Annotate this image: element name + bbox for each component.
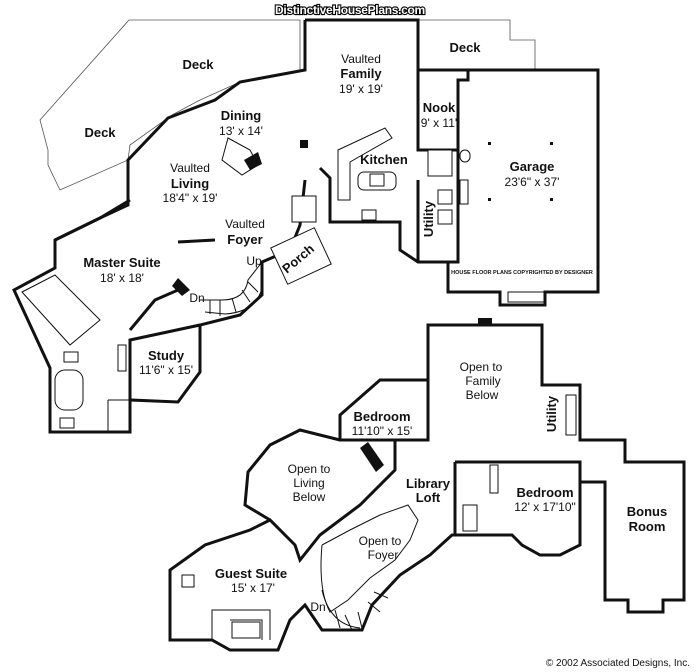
bedroom2-name: Bedroom: [516, 485, 573, 500]
study-cabinet: [117, 344, 127, 372]
master-name: Master Suite: [83, 255, 160, 270]
utility-name: Utility: [421, 200, 436, 237]
family-dims: 19' x 19': [339, 82, 383, 96]
copyright-text: © 2002 Associated Designs, Inc.: [546, 658, 690, 669]
open-family-line1: Open to: [460, 360, 503, 374]
porch-bench: [270, 227, 332, 285]
upper-floor: Open to Family Below Utility Bedroom 11'…: [168, 318, 686, 652]
bonus-line2: Room: [629, 519, 666, 534]
deck-left-label: Deck: [84, 125, 116, 140]
upper-stair: [321, 589, 389, 631]
living-name: Living: [171, 176, 209, 191]
bedroom2-dims: 12' x 17'10": [514, 500, 576, 514]
deck-top-label: Deck: [182, 57, 214, 72]
wall-bath-closet: [107, 399, 131, 432]
garage-freezer: [459, 179, 469, 205]
living-line1: Vaulted: [170, 161, 210, 175]
family-fireplace: [300, 140, 308, 148]
bedroom1-dims: 11'10" x 15': [352, 424, 413, 438]
garage-dims: 23'6" x 37': [505, 175, 560, 189]
garage-water-heater: [459, 149, 471, 163]
kitchen-range: [369, 173, 385, 187]
foyer-closet: [291, 195, 317, 223]
garage-copyright-note: HOUSE FLOOR PLANS COPYRIGHTED BY DESIGNE…: [451, 270, 593, 276]
upper-stair-down: Dn: [310, 600, 325, 614]
kitchen-counter: [337, 127, 393, 201]
kitchen-sink: [361, 209, 377, 221]
guest-name: Guest Suite: [215, 566, 287, 581]
wall-study: [128, 323, 201, 400]
kitchen-name: Kitchen: [360, 152, 408, 167]
garage-column-4: [550, 198, 553, 201]
main-wall-garage: [446, 68, 600, 307]
wall-foyer: [177, 238, 216, 244]
wall-master-tub: [21, 274, 101, 346]
upper-wall-outer: [168, 323, 686, 652]
dining-dims: 13' x 14': [219, 124, 263, 138]
upper-bath-sink: [489, 464, 499, 494]
upper-wall-open-living: [243, 428, 341, 522]
bedroom1-name: Bedroom: [353, 409, 410, 424]
main-stair: [200, 261, 263, 316]
utility-dryer: [437, 209, 453, 225]
open-family-line2: Family: [465, 374, 500, 388]
master-tub: [54, 369, 84, 411]
deck-right-label: Deck: [449, 40, 481, 55]
garage-name: Garage: [510, 159, 555, 174]
upper-utility-cabinet: [565, 394, 577, 436]
family-name: Family: [340, 66, 382, 81]
main-wall-family: [305, 18, 470, 264]
utility-washer: [437, 189, 453, 205]
garage-column-1: [488, 142, 491, 145]
open-living-line1: Open to: [288, 462, 331, 476]
nook-name: Nook: [423, 100, 456, 115]
living-fireplace: [244, 152, 262, 170]
family-window-shelf: [507, 291, 545, 303]
guest-tub: [231, 621, 261, 639]
upper-chimney: [478, 318, 492, 326]
upper-bath-tub: [462, 504, 478, 532]
guest-dims: 15' x 17': [231, 581, 275, 595]
wall-master-bath: [128, 288, 179, 331]
garage-column-3: [488, 198, 491, 201]
master-dims: 18' x 18': [100, 271, 144, 285]
upper-wall-open-family: [395, 380, 430, 442]
upper-wall-bedroom2: [453, 460, 582, 535]
master-fireplace: [172, 278, 190, 296]
kitchen-pantry: [427, 149, 453, 177]
main-stair-down: Dn: [189, 291, 204, 305]
master-sink: [63, 351, 79, 363]
nook-dims: 9' x 11': [421, 116, 457, 130]
upper-foyer-opening: [320, 504, 419, 613]
upper-fireplace-chase: [360, 442, 384, 472]
family-line1: Vaulted: [341, 52, 381, 66]
master-toilet: [59, 417, 75, 429]
study-dims: 11'6" x 15': [139, 363, 193, 377]
main-floor: Deck Deck Deck Vaulted Family 19' x 19' …: [12, 18, 600, 434]
upper-utility-name: Utility: [544, 395, 559, 432]
garage-column-2: [550, 142, 553, 145]
guest-toilet: [181, 574, 195, 588]
bonus-line1: Bonus: [627, 504, 667, 519]
open-living-line3: Below: [293, 490, 326, 504]
wall-master-living: [54, 198, 131, 242]
open-foyer-line2: Foyer: [368, 548, 399, 562]
library-line2: Loft: [416, 490, 441, 505]
open-foyer-line1: Open to: [359, 534, 402, 548]
open-living-line2: Living: [293, 476, 324, 490]
foyer-name: Foyer: [227, 232, 262, 247]
upper-wall-guest-bath: [211, 609, 271, 640]
study-name: Study: [148, 348, 185, 363]
brand-logo: DistinctiveHousePlans.com: [275, 3, 425, 17]
living-dims: 18'4" x 19': [163, 191, 218, 205]
main-stair-up: Up: [246, 254, 262, 268]
foyer-line1: Vaulted: [225, 217, 265, 231]
dining-name: Dining: [221, 108, 261, 123]
library-line1: Library: [406, 476, 451, 491]
open-family-line3: Below: [466, 388, 499, 402]
